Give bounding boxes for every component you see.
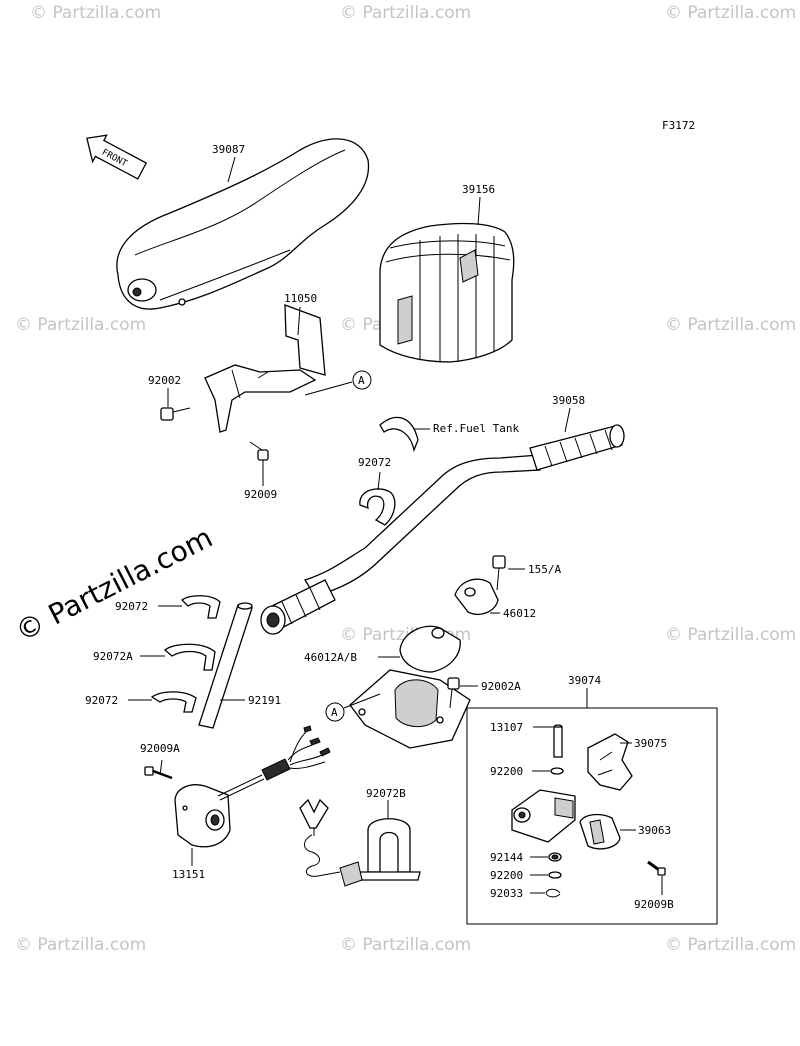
throttle-body-drawing [511, 789, 576, 843]
washer-drawing [548, 871, 562, 879]
leader-line [377, 471, 381, 491]
callout-a-upper: A [358, 374, 365, 387]
brand-watermark: © Partzilla.com [10, 521, 218, 649]
part-label-92200-lower: 92200 [490, 869, 523, 882]
watermark: © Partzilla.com [665, 3, 796, 23]
leader-line [297, 306, 301, 336]
part-label-92072a: 92072A [93, 650, 133, 663]
screw-drawing [647, 860, 666, 876]
watermark: © Partzilla.com [665, 315, 796, 335]
spring-drawing [548, 852, 562, 862]
part-label-46012: 46012 [503, 607, 536, 620]
knob-drawing [579, 813, 621, 850]
fuel-hose-drawing [379, 416, 419, 453]
assembly-box [466, 707, 718, 925]
watermark: © Partzilla.com [15, 315, 146, 335]
part-label-39074: 39074 [568, 674, 601, 687]
part-label-39058: 39058 [552, 394, 585, 407]
part-label-39087: 39087 [212, 143, 245, 156]
part-label-92072b: 92072B [366, 787, 406, 800]
watermark-layer: © Partzilla.com © Partzilla.com © Partzi… [15, 3, 796, 955]
part-label-39063: 39063 [638, 824, 671, 837]
part-label-155a: 155/A [528, 563, 561, 576]
part-label-92072-lower: 92072 [85, 694, 118, 707]
part-label-92191: 92191 [248, 694, 281, 707]
bolt-drawing [447, 677, 460, 709]
part-label-92009b: 92009B [634, 898, 674, 911]
ref-fuel-tank-label: Ref.Fuel Tank [433, 422, 519, 435]
leader-line [343, 693, 381, 709]
part-label-92033: 92033 [490, 887, 523, 900]
bracket-drawing [204, 304, 326, 433]
part-label-92009a: 92009A [140, 742, 180, 755]
part-label-92009: 92009 [244, 488, 277, 501]
watermark: © Partzilla.com [340, 935, 471, 955]
watermark: © Partzilla.com [340, 3, 471, 23]
boot-drawing [379, 222, 515, 363]
pin-drawing [553, 724, 563, 758]
leader-line [477, 196, 481, 226]
screw-drawing [249, 441, 269, 461]
part-label-92072-left: 92072 [115, 600, 148, 613]
circlip-drawing [545, 888, 561, 898]
part-label-92200-upper: 92200 [490, 765, 523, 778]
part-label-92072-upper: 92072 [358, 456, 391, 469]
part-label-46012ab: 46012A/B [304, 651, 357, 664]
part-label-39075: 39075 [634, 737, 667, 750]
clamp-cap-drawing [454, 578, 499, 615]
part-label-39156: 39156 [462, 183, 495, 196]
callout-a-circle [352, 370, 372, 390]
bolt-drawing [160, 407, 191, 421]
watermark: © Partzilla.com [30, 3, 161, 23]
bolt-drawing [492, 555, 506, 591]
figure-code: F3172 [662, 119, 695, 132]
part-label-11050: 11050 [284, 292, 317, 305]
leader-line [227, 156, 236, 183]
leader-line [564, 407, 571, 433]
part-label-92144: 92144 [490, 851, 523, 864]
washer-drawing [550, 767, 564, 775]
callout-a-lower: A [331, 706, 338, 719]
callout-a-circle [325, 702, 345, 722]
clamp-bracket-drawing [299, 798, 421, 887]
hose-drawing [198, 602, 253, 729]
handle-pole-drawing [260, 424, 625, 635]
hose-clamp-drawing [359, 488, 396, 526]
lever-drawing [587, 733, 633, 791]
watermark: © Partzilla.com [665, 935, 796, 955]
part-label-13151: 13151 [172, 868, 205, 881]
part-label-13107: 13107 [490, 721, 523, 734]
pole-cover-drawing [116, 138, 370, 310]
watermark: © Partzilla.com [665, 625, 796, 645]
part-label-92002: 92002 [148, 374, 181, 387]
part-label-92002a: 92002A [481, 680, 521, 693]
front-arrow-icon: FRONT [86, 134, 148, 180]
screw-drawing [144, 766, 173, 780]
leader-line [304, 381, 353, 396]
throttle-switch-drawing [174, 725, 331, 848]
hose-clamp-drawing [150, 595, 221, 713]
watermark: © Partzilla.com [15, 935, 146, 955]
pivot-bracket-drawing [349, 625, 471, 749]
